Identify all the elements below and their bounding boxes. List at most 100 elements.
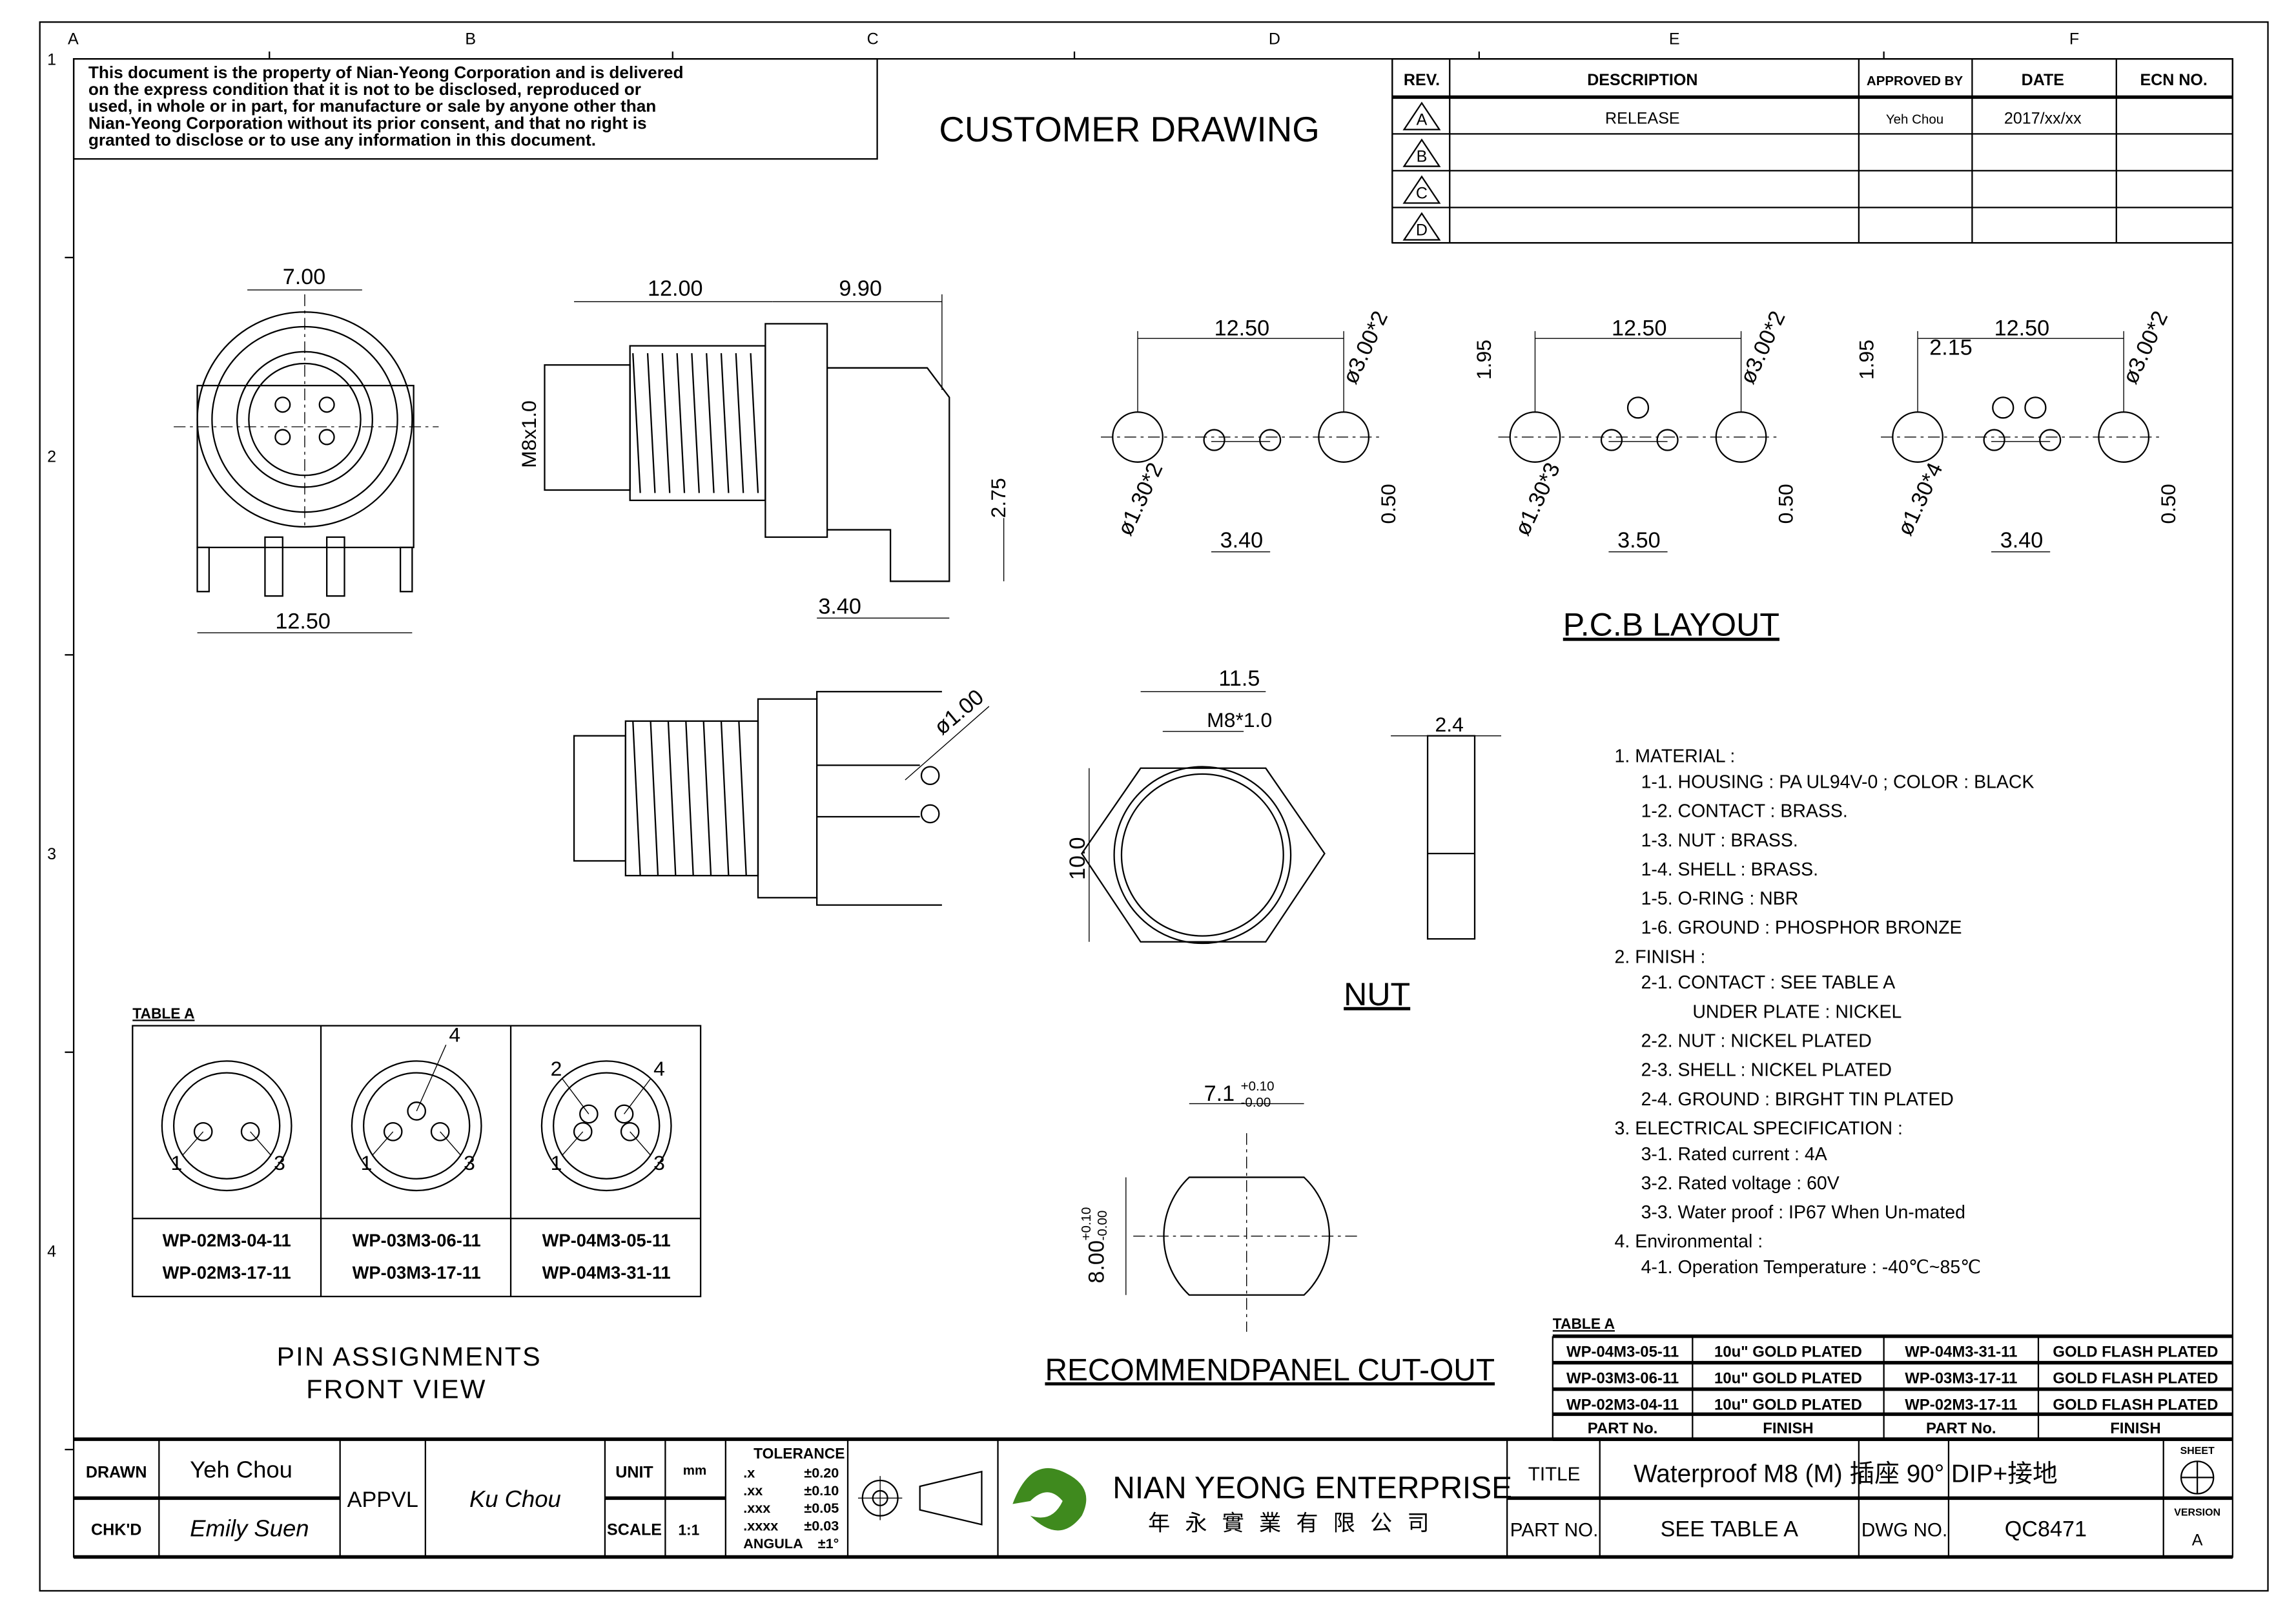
revision-approved: Yeh Chou [1886, 112, 1943, 127]
pin-table-frame [132, 1025, 702, 1298]
approved-label: APPVL [347, 1488, 418, 1512]
revision-letter: B [1417, 148, 1428, 166]
finish-header: PART No. [1588, 1420, 1658, 1437]
finish-cell: 10u" GOLD PLATED [1714, 1344, 1862, 1361]
connector-face-inner [172, 1072, 281, 1180]
revision-triangle-icon [1402, 138, 1441, 167]
nut-drawing: 11.5 M8*1.0 10.0 2.4 [1065, 666, 1502, 945]
note-line: 1-6. GROUND : PHOSPHOR BRONZE [1641, 917, 1962, 938]
note-line: 2-1. CONTACT : SEE TABLE A [1641, 972, 1896, 993]
finish-table-label: TABLE A [1553, 1315, 1615, 1332]
note-line: 1-5. O-RING : NBR [1641, 888, 1799, 909]
scale-value: 1:1 [678, 1521, 699, 1538]
zone-col-label: D [1269, 30, 1280, 48]
pcb-pin-hole [1656, 429, 1679, 451]
zone-col-label: F [2069, 30, 2079, 48]
dim-pcb-offset: 0.50 [1377, 484, 1400, 524]
scale-label: SCALE [607, 1520, 662, 1539]
pin-number: 4 [449, 1023, 460, 1047]
pin-table-part: WP-02M3-17-11 [163, 1263, 291, 1283]
dim-pcb-pitch: 3.40 [1220, 528, 1264, 553]
connector-face-inner [553, 1072, 661, 1180]
note-line: 3-1. Rated current : 4A [1641, 1144, 1827, 1165]
tolerance-value: ±0.20 [804, 1464, 839, 1480]
finish-cell: WP-02M3-04-11 [1566, 1397, 1679, 1414]
front-view-label: FRONT VIEW [306, 1374, 487, 1404]
revision-header: DESCRIPTION [1587, 71, 1697, 89]
note-line: 1-2. CONTACT : BRASS. [1641, 801, 1848, 822]
version-value: A [2192, 1531, 2203, 1549]
side-view: 12.00 9.90 M8x1.0 2.75 3.40 [517, 276, 1010, 619]
revision-letter: C [1416, 185, 1428, 203]
zone-row-label: 1 [47, 50, 56, 68]
dim-pin-diameter: ø1.00 [930, 684, 989, 739]
pcb-layout-label: P.C.B LAYOUT [1563, 607, 1779, 643]
note-line: 3. ELECTRICAL SPECIFICATION : [1615, 1118, 1903, 1139]
tolerance-class: .xx [743, 1482, 763, 1499]
pin-table-part: WP-03M3-06-11 [353, 1231, 481, 1251]
dim-pcb-pitch: 3.50 [1617, 528, 1661, 553]
dim-pcb-pitch: 3.40 [2000, 528, 2044, 553]
unit-value: mm [683, 1463, 706, 1478]
pcb-pin-hole [1600, 429, 1623, 451]
pin-contact [573, 1121, 593, 1141]
pin-contact [620, 1121, 640, 1141]
finish-cell: GOLD FLASH PLATED [2053, 1344, 2218, 1361]
checked-by: Emily Suen [190, 1515, 309, 1542]
zone-col-label: C [867, 30, 879, 48]
dim-cutout-width-tol-minus: -0.00 [1241, 1095, 1271, 1110]
finish-header: FINISH [1763, 1420, 1813, 1437]
pcb-pin-hole [1983, 429, 2005, 451]
note-line: 4. Environmental : [1615, 1231, 1763, 1252]
dim-side-height: 2.75 [987, 478, 1010, 518]
zone-col-label: E [1669, 30, 1680, 48]
note-line: 2-3. SHELL : NICKEL PLATED [1641, 1060, 1892, 1081]
company-name: NIAN YEONG ENTERPRISE [1112, 1471, 1512, 1505]
dwg-no-value: QC8471 [2005, 1517, 2087, 1542]
pin-contact [614, 1104, 634, 1124]
cutout-label: RECOMMENDPANEL CUT-OUT [1045, 1353, 1495, 1387]
finish-cell: WP-04M3-31-11 [1905, 1344, 2017, 1361]
pin-table-part: WP-04M3-05-11 [542, 1231, 671, 1251]
dim-cutout-height-tol-plus: +0.10 [1079, 1207, 1094, 1241]
note-line: 1. MATERIAL : [1615, 746, 1736, 767]
zone-row-label: 3 [47, 845, 56, 863]
zone-row-label: 2 [47, 448, 56, 466]
pin-contact [193, 1121, 213, 1141]
connector-face-inner [362, 1072, 471, 1180]
pin-leader [250, 1131, 272, 1156]
pcb-pin-hole [2039, 429, 2062, 451]
dim-side-pin: 3.40 [818, 594, 861, 619]
projection-cone-icon [919, 1470, 983, 1526]
pin-assignments-label: PIN ASSIGNMENTS [277, 1342, 542, 1371]
bottom-view: ø1.00 [573, 684, 990, 906]
dim-cutout-width: 7.1 [1204, 1081, 1235, 1106]
zone-row-label: 4 [47, 1243, 56, 1261]
drawn-label: DRAWN [86, 1463, 147, 1481]
pcb-pin-hole [1203, 429, 1225, 451]
pin-number: 3 [274, 1151, 285, 1174]
title-label: TITLE [1528, 1464, 1581, 1485]
pin-number: 1 [551, 1151, 562, 1174]
revision-letter: A [1417, 111, 1428, 129]
dim-pcb-width: 12.50 [1215, 316, 1270, 341]
inner-border [72, 58, 2233, 1558]
note-line: 1-1. HOUSING : PA UL94V-0 ; COLOR : BLAC… [1641, 772, 2035, 793]
checked-label: CHK'D [91, 1520, 141, 1539]
dim-pcb-height: 1.95 [1472, 340, 1495, 380]
note-line: 2. FINISH : [1615, 947, 1706, 967]
revision-header: APPROVED BY [1867, 74, 1963, 88]
notice-line: on the express condition that it is not … [88, 79, 641, 99]
revision-triangle-icon [1402, 212, 1441, 241]
dim-pcb-mount-diameter: ø3.00*2 [2118, 307, 2173, 388]
pin-contact [579, 1104, 599, 1124]
finish-cell: WP-02M3-17-11 [1905, 1397, 2017, 1414]
pin-number: 4 [653, 1057, 665, 1080]
revision-header: DATE [2022, 71, 2064, 89]
dim-nut-width: 11.5 [1218, 666, 1260, 691]
tolerance-class: ANGULA [743, 1535, 803, 1551]
pin-number: 3 [464, 1151, 475, 1174]
